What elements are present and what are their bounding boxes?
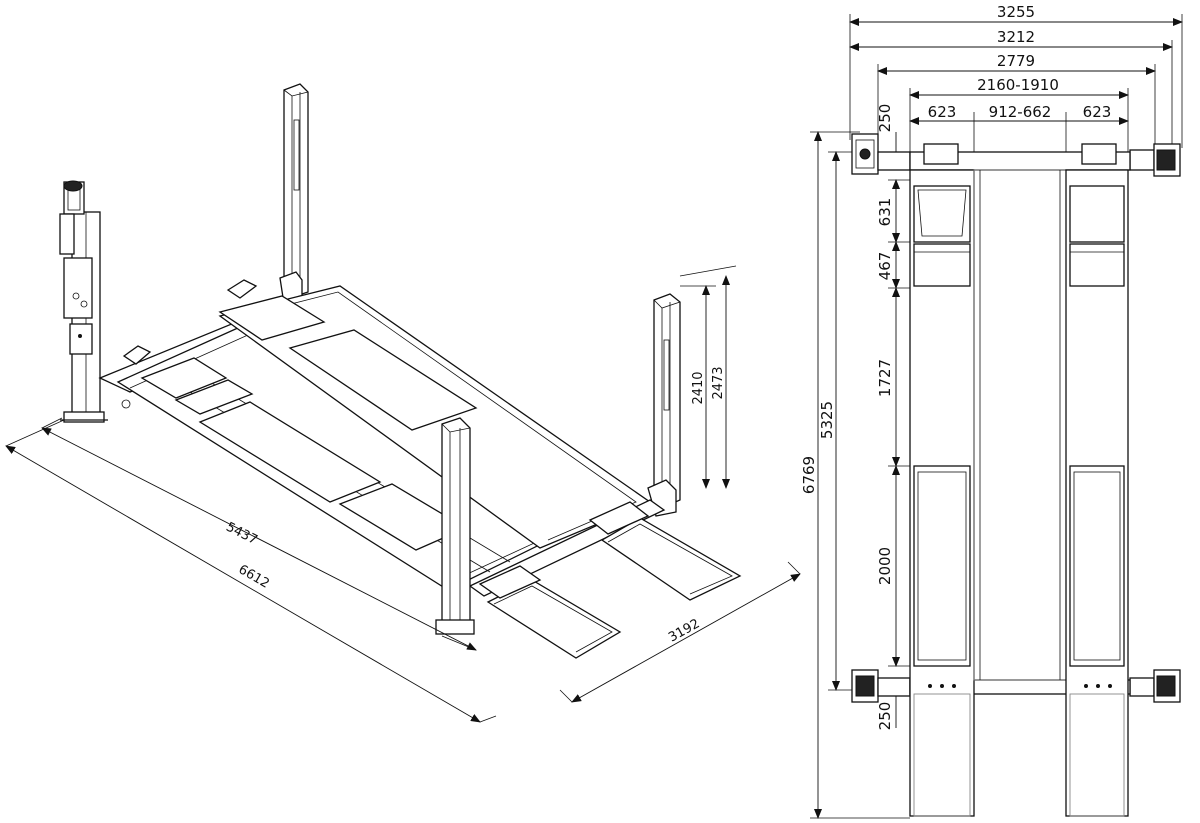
top-view-columns [851, 133, 1181, 703]
dim-column-height-inner: 2410 [691, 371, 706, 404]
dim-runway-gap: 912-662 [989, 103, 1052, 121]
dim-runway-width-left: 623 [928, 103, 957, 121]
power-unit-column [59, 180, 108, 423]
dim-segment-467: 467 [876, 252, 894, 281]
dim-total-width: 3192 [666, 616, 702, 645]
top-view: 3255 3212 2779 2160-1910 623 912-662 623… [800, 3, 1183, 819]
dim-segment-2000: 2000 [876, 547, 894, 585]
dim-runway-length: 5437 [223, 520, 259, 548]
top-view-runway-left [909, 143, 975, 817]
back-right-column [279, 83, 309, 305]
dim-top-offset: 250 [876, 104, 894, 133]
dim-overall-width: 3255 [997, 3, 1035, 21]
dim-column-height-outer: 2473 [711, 366, 726, 399]
dim-total-length: 6612 [236, 562, 272, 592]
front-left-column [435, 417, 475, 635]
dim-segment-1727: 1727 [876, 359, 894, 397]
dim-bottom-offset: 250 [876, 702, 894, 731]
dim-plate-length: 631 [876, 198, 894, 227]
runways [98, 279, 666, 597]
dim-total-length-top: 6769 [800, 456, 818, 494]
top-view-runway-right [1065, 143, 1129, 817]
dim-lift-length: 5325 [818, 401, 836, 439]
dim-runway-span: 2160-1910 [977, 76, 1059, 94]
dim-runway-width-right: 623 [1083, 103, 1112, 121]
dim-width-between-columns: 3212 [997, 28, 1035, 46]
dim-width-3: 2779 [997, 52, 1035, 70]
front-right-column [647, 293, 681, 517]
isometric-view: 2410 2473 5437 6612 3192 [5, 83, 801, 723]
